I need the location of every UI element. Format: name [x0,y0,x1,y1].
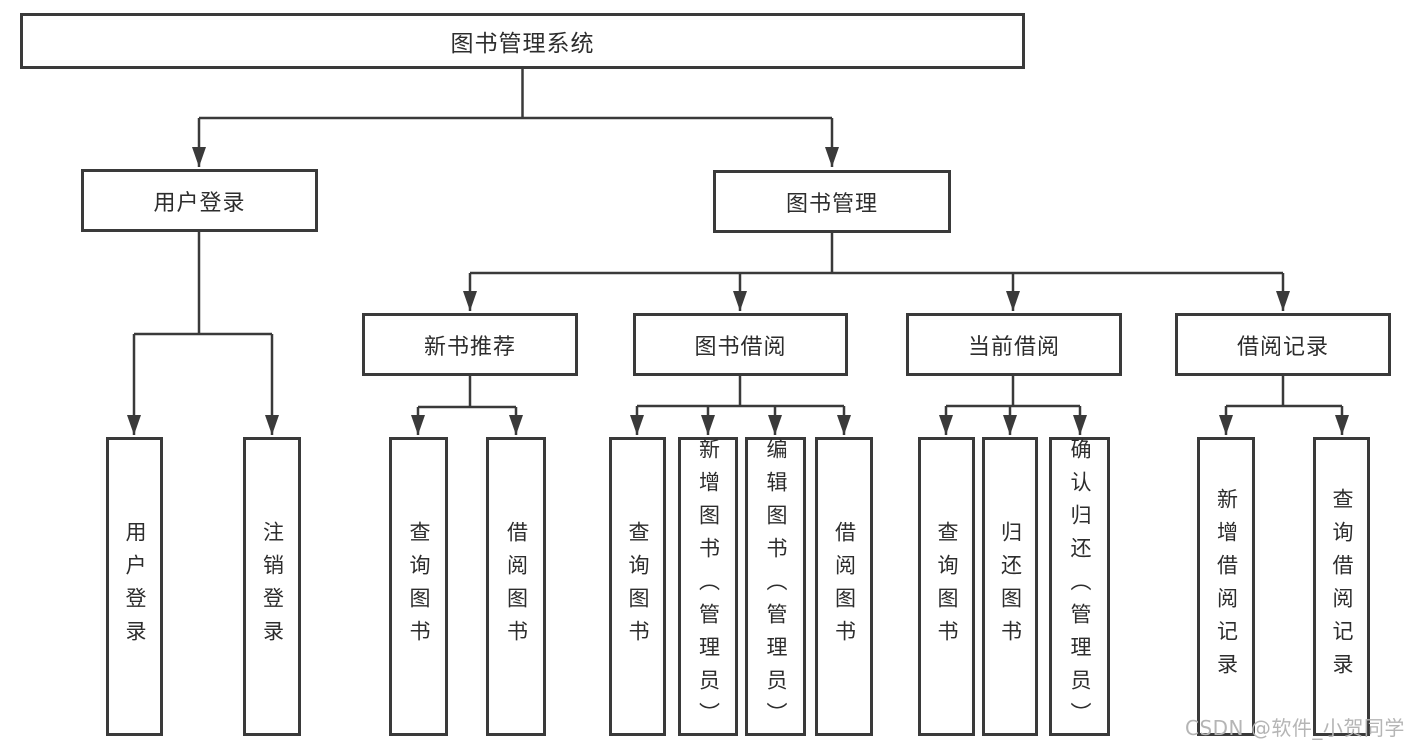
leaf-confirm-return-admin: 确认归还（管理员） [1049,437,1110,736]
leaf-query-borrowing-record-label: 查询借阅记录 [1330,487,1355,686]
leaf-logout-login-label: 注销登录 [260,520,285,653]
leaf-user-login: 用户登录 [106,437,163,736]
leaf-confirm-return-admin-label: 确认归还（管理员） [1068,438,1093,735]
leaf-query-books-recommend-label: 查询图书 [407,520,432,653]
node-borrowing-records: 借阅记录 [1175,313,1391,376]
leaf-edit-book-admin-label: 编辑图书（管理员） [764,438,789,735]
edge-root-to-tier2 [192,69,839,167]
node-library-management-system: 图书管理系统 [20,13,1025,69]
leaf-borrow-books-recommend: 借阅图书 [486,437,546,736]
leaf-return-books-label: 归还图书 [998,520,1023,653]
edge-user-login-to-leaves [127,232,279,435]
csdn-watermark: CSDN @软件_小贺同学 [1185,716,1405,740]
edge-current-borrow-to-leaves [939,376,1087,435]
edge-book-borrow-to-leaves [630,376,851,435]
leaf-add-book-admin: 新增图书（管理员） [678,437,738,736]
leaf-user-login-label: 用户登录 [123,520,148,653]
leaf-borrow-books-recommend-label: 借阅图书 [504,520,529,653]
leaf-add-book-admin-label: 新增图书（管理员） [696,438,721,735]
edge-new-book-to-leaves [411,376,523,435]
leaf-add-borrowing-record-label: 新增借阅记录 [1214,487,1239,686]
edge-book-mgmt-to-tier3 [463,233,1290,311]
edge-borrow-record-to-leaves [1219,376,1349,435]
leaf-borrow-books-borrowing: 借阅图书 [815,437,873,736]
node-book-management: 图书管理 [713,170,951,233]
leaf-query-books-current: 查询图书 [918,437,975,736]
node-user-login: 用户登录 [81,169,318,232]
leaf-query-borrowing-record: 查询借阅记录 [1313,437,1370,736]
leaf-query-books-current-label: 查询图书 [935,520,960,653]
node-current-borrowing: 当前借阅 [906,313,1122,376]
leaf-return-books: 归还图书 [982,437,1038,736]
node-book-borrowing: 图书借阅 [633,313,848,376]
leaf-borrow-books-borrowing-label: 借阅图书 [832,520,857,653]
leaf-edit-book-admin: 编辑图书（管理员） [745,437,806,736]
leaf-query-books-recommend: 查询图书 [389,437,448,736]
leaf-query-books-borrowing-label: 查询图书 [626,520,651,653]
node-new-book-recommendation: 新书推荐 [362,313,578,376]
leaf-query-books-borrowing: 查询图书 [609,437,666,736]
leaf-logout-login: 注销登录 [243,437,301,736]
leaf-add-borrowing-record: 新增借阅记录 [1197,437,1255,736]
